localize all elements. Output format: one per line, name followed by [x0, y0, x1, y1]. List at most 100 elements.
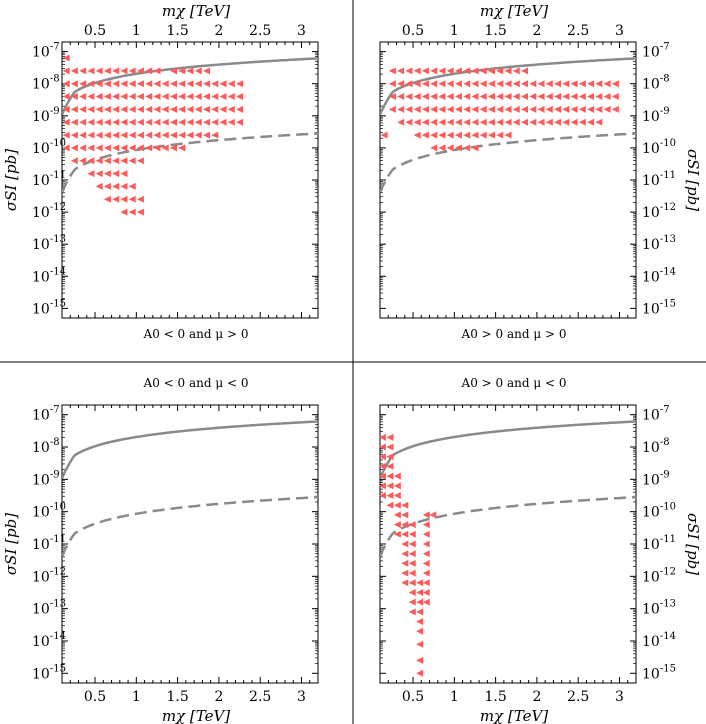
- y-axis-title: σSI [pb]: [2, 513, 20, 575]
- data-point: [120, 131, 128, 139]
- panel-caption: A0 < 0 and μ > 0: [143, 327, 249, 341]
- data-point: [463, 80, 471, 88]
- data-point: [153, 105, 161, 113]
- data-point: [219, 118, 227, 126]
- data-point: [570, 93, 578, 101]
- data-point: [496, 80, 504, 88]
- data-point: [408, 588, 416, 596]
- data-point: [487, 93, 495, 101]
- y-tick-label: 10-15: [642, 298, 676, 317]
- data-point: [194, 80, 202, 88]
- data-point: [70, 80, 78, 88]
- data-point: [397, 67, 405, 75]
- data-point: [401, 569, 409, 577]
- data-point: [487, 105, 495, 113]
- data-point: [446, 118, 454, 126]
- data-point: [405, 105, 413, 113]
- data-point: [95, 80, 103, 88]
- data-point: [203, 93, 211, 101]
- data-point: [388, 67, 396, 75]
- data-point: [487, 80, 495, 88]
- y-tick-label: 10-8: [642, 437, 670, 456]
- data-point: [408, 608, 416, 616]
- x-tick-label: 2.5: [249, 689, 271, 705]
- data-point: [95, 182, 103, 190]
- data-point: [537, 118, 545, 126]
- data-point: [595, 118, 603, 126]
- y-tick-label: 10-11: [642, 534, 676, 553]
- y-tick-label: 10-12: [32, 202, 66, 221]
- y-tick-label: 10-13: [32, 599, 66, 618]
- data-point: [87, 118, 95, 126]
- data-point: [95, 170, 103, 178]
- data-point: [537, 105, 545, 113]
- panel-caption: A0 > 0 and μ < 0: [461, 376, 567, 390]
- x-tick-label: 1.5: [484, 689, 506, 705]
- data-point: [562, 93, 570, 101]
- data-point: [103, 118, 111, 126]
- data-point: [401, 521, 409, 529]
- data-point: [112, 105, 120, 113]
- data-point: [128, 144, 136, 152]
- y-axis-title: σSI [pb]: [684, 513, 702, 575]
- data-point: [393, 521, 401, 529]
- y-tick-label: 10-11: [32, 534, 66, 553]
- data-point: [95, 157, 103, 165]
- data-point: [463, 93, 471, 101]
- data-point: [595, 80, 603, 88]
- data-point: [378, 462, 386, 470]
- data-point: [120, 157, 128, 165]
- data-point: [386, 462, 394, 470]
- panel-caption: A0 > 0 and μ > 0: [461, 327, 567, 341]
- data-point: [70, 118, 78, 126]
- data-point: [87, 93, 95, 101]
- data-point: [471, 131, 479, 139]
- data-point: [62, 54, 70, 62]
- x-axis-title: mχ [TeV]: [162, 2, 230, 20]
- data-point: [203, 80, 211, 88]
- data-point: [479, 93, 487, 101]
- data-point: [120, 80, 128, 88]
- data-point: [70, 93, 78, 101]
- data-point: [430, 93, 438, 101]
- y-tick-label: 10-8: [32, 74, 60, 93]
- data-point: [422, 579, 430, 587]
- data-point: [422, 540, 430, 548]
- data-point: [421, 67, 429, 75]
- data-point: [62, 93, 70, 101]
- data-point: [136, 67, 144, 75]
- data-point: [587, 105, 595, 113]
- data-point: [112, 80, 120, 88]
- y-tick-label: 10-13: [642, 234, 676, 253]
- x-axis-title: mχ [TeV]: [480, 707, 548, 724]
- data-point: [463, 67, 471, 75]
- data-point: [405, 67, 413, 75]
- data-point: [454, 80, 462, 88]
- data-point: [504, 105, 512, 113]
- dashed-limit-curve: [380, 495, 636, 557]
- data-point: [70, 67, 78, 75]
- data-point: [529, 118, 537, 126]
- data-point: [603, 93, 611, 101]
- data-point: [416, 598, 424, 606]
- data-point: [70, 105, 78, 113]
- data-point: [378, 472, 386, 480]
- data-point: [79, 105, 87, 113]
- data-point: [397, 80, 405, 88]
- y-tick-label: 10-12: [642, 202, 676, 221]
- data-point: [227, 118, 235, 126]
- x-tick-label: 0.5: [84, 23, 106, 39]
- data-point: [203, 118, 211, 126]
- data-point: [161, 105, 169, 113]
- data-point: [463, 118, 471, 126]
- data-point: [421, 93, 429, 101]
- data-point: [570, 118, 578, 126]
- data-point: [87, 157, 95, 165]
- data-point: [178, 80, 186, 88]
- data-point: [79, 118, 87, 126]
- data-point: [529, 105, 537, 113]
- y-tick-label: 10-13: [642, 599, 676, 618]
